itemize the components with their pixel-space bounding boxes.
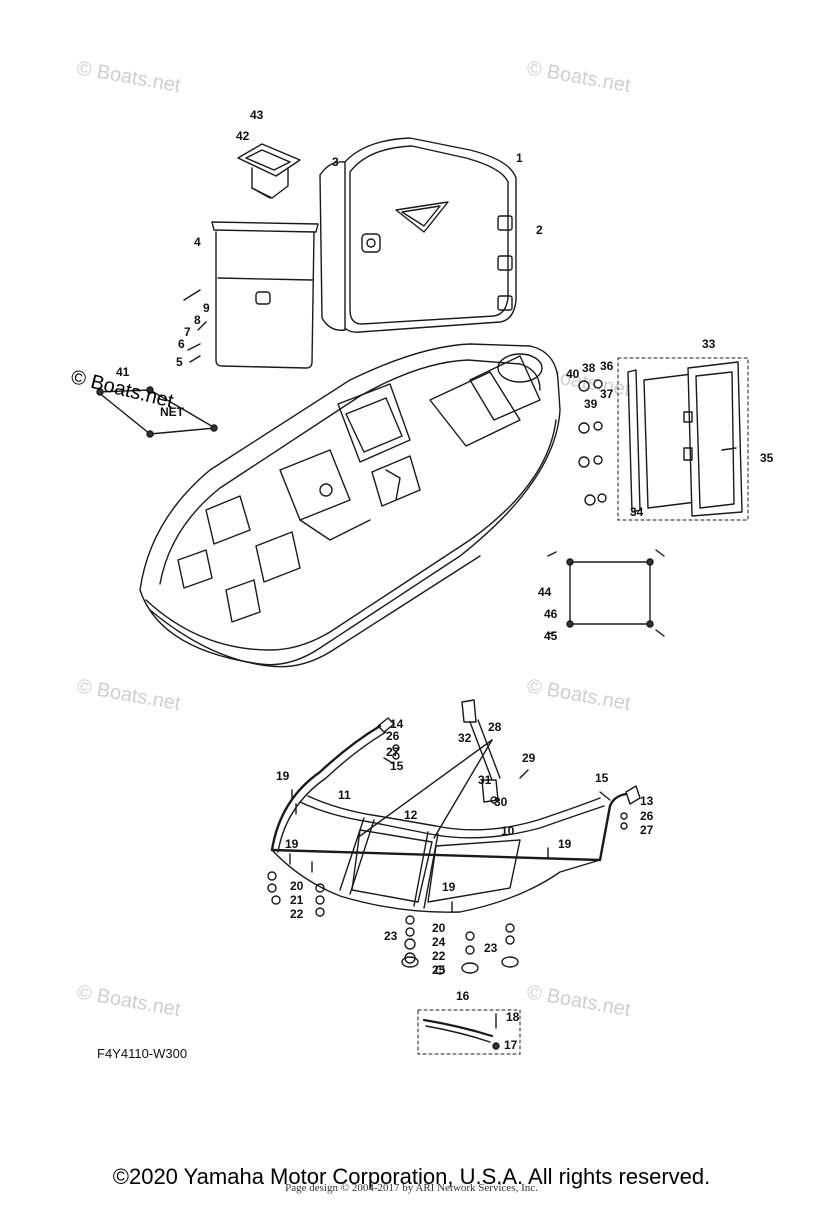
callout-41: 41 [116, 365, 130, 379]
callout-26: 26 [386, 729, 400, 743]
callout-25: 25 [432, 963, 446, 977]
watermark-3: © Boats.net [75, 675, 182, 715]
callout-3: 3 [332, 155, 339, 169]
callout-4: 4 [194, 235, 201, 249]
watermark-5: © Boats.net [75, 981, 182, 1021]
callout-19: 19 [558, 837, 572, 851]
callout-11: 11 [338, 788, 351, 802]
callout-20: 20 [432, 921, 446, 935]
callout-44: 44 [538, 585, 552, 599]
callout-24: 24 [432, 935, 446, 949]
callout-7: 7 [184, 325, 191, 339]
callout-38: 38 [582, 361, 596, 375]
watermark-4: © Boats.net [525, 675, 632, 715]
storage-bin-part [211, 221, 319, 369]
callout-22: 22 [432, 949, 446, 963]
callout-12: 12 [404, 808, 418, 822]
callout-13: 13 [640, 794, 654, 808]
callout-23: 23 [384, 929, 398, 943]
callout-33: 33 [702, 337, 716, 351]
callout-14: 14 [390, 717, 404, 731]
callout-20: 20 [290, 879, 304, 893]
hardware-column-part [578, 379, 607, 506]
callout-46: 46 [544, 607, 558, 621]
callout-30: 30 [494, 795, 508, 809]
callout-18: 18 [506, 1010, 520, 1024]
callout-34: 34 [630, 505, 644, 519]
callout-9: 9 [203, 301, 210, 315]
page-design-credit: Page design © 2004-2017 by ARI Network S… [285, 1182, 538, 1194]
watermark-6: © Boats.net [525, 981, 632, 1021]
cabin-door-part [617, 357, 749, 521]
callout-35: 35 [760, 451, 774, 465]
callout-27: 27 [386, 745, 400, 759]
callout-36: 36 [600, 359, 614, 373]
callout-2: 2 [536, 223, 543, 237]
lower-hardware-part [267, 871, 519, 975]
trim-strip-part [417, 1009, 521, 1055]
fasteners-part [183, 289, 207, 363]
watermark-2: © Boats.net [525, 57, 632, 97]
callout-39: 39 [584, 397, 598, 411]
callout-17: 17 [504, 1038, 518, 1052]
callout-15: 15 [390, 759, 404, 773]
net-label: NET [160, 405, 185, 419]
callout-29: 29 [522, 751, 536, 765]
boat-hull-part [139, 343, 561, 668]
callout-1: 1 [516, 151, 523, 165]
callout-5: 5 [176, 355, 183, 369]
windshield-part [270, 699, 628, 913]
callout-19: 19 [276, 769, 290, 783]
callout-27: 27 [640, 823, 654, 837]
callout-22: 22 [290, 907, 304, 921]
callout-10: 10 [501, 824, 515, 838]
callout-23: 23 [484, 941, 498, 955]
cup-holder-part [237, 143, 301, 199]
windshield-fasteners-part [289, 717, 641, 913]
drawing-code: F4Y4110-W300 [97, 1046, 188, 1061]
door-panel-part [319, 137, 517, 333]
callout-43: 43 [250, 108, 264, 122]
panel-part [547, 549, 665, 637]
callout-40: 40 [566, 367, 580, 381]
cargo-net-part [96, 386, 218, 438]
callout-19: 19 [285, 837, 299, 851]
callout-15: 15 [595, 771, 609, 785]
callout-45: 45 [544, 629, 558, 643]
callout-6: 6 [178, 337, 185, 351]
callout-37: 37 [600, 387, 614, 401]
callout-26: 26 [640, 809, 654, 823]
callout-19: 19 [442, 880, 456, 894]
callout-31: 31 [478, 773, 492, 787]
callout-21: 21 [290, 893, 304, 907]
watermark-1: © Boats.net [75, 57, 182, 97]
callout-28: 28 [488, 720, 502, 734]
callout-42: 42 [236, 129, 250, 143]
callout-32: 32 [458, 731, 472, 745]
copyright-notice: ©2020 Yamaha Motor Corporation, U.S.A. A… [112, 1164, 711, 1189]
callout-16: 16 [456, 989, 470, 1003]
hinge-part [497, 215, 513, 311]
callout-8: 8 [194, 313, 201, 327]
